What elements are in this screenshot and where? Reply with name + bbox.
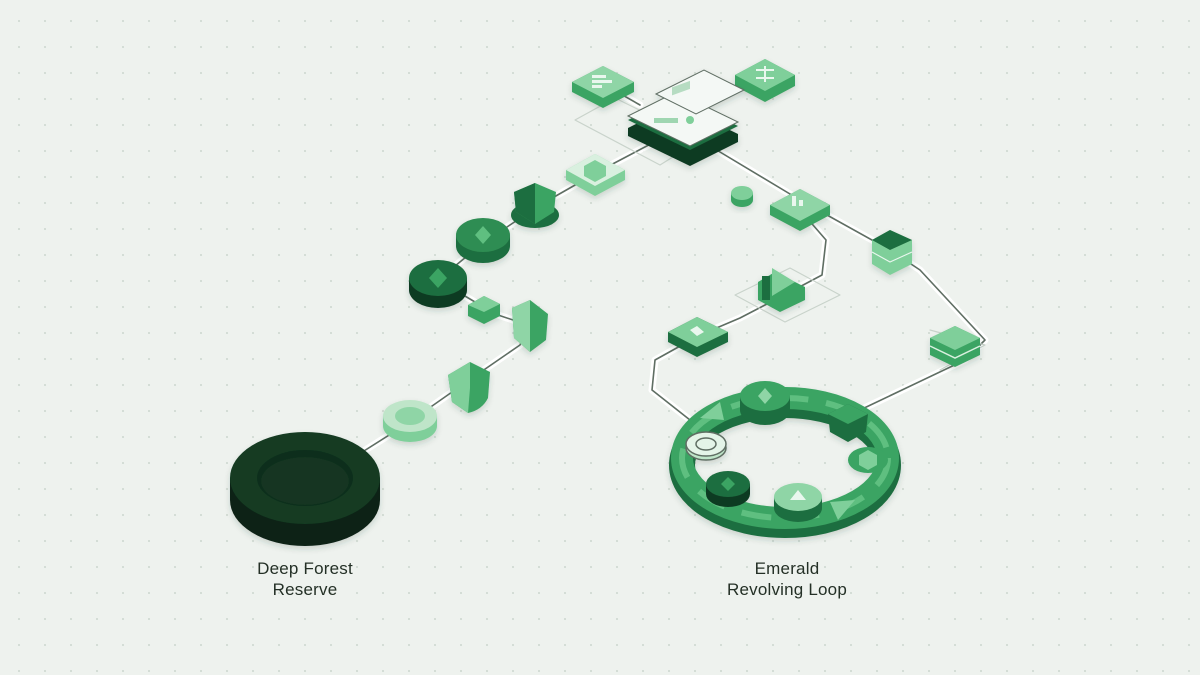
gem-coin-icon	[721, 477, 735, 491]
shield-icon	[448, 362, 470, 413]
gem-coin-icon	[475, 226, 491, 244]
loop-arrow-icon	[700, 402, 724, 420]
node-top-right-tile	[735, 59, 795, 102]
node-layers	[929, 326, 981, 367]
deep-forest-reserve	[230, 432, 380, 546]
loop-coin-pale	[685, 431, 727, 461]
node-small-cylinder	[731, 186, 753, 207]
bar-chart-icon	[792, 196, 803, 206]
play-icon	[772, 268, 795, 296]
chip-icon	[395, 407, 425, 425]
node-shield-mid	[512, 300, 548, 352]
flowchart-icon	[756, 66, 774, 82]
emerald-revolving-loop	[669, 381, 901, 538]
node-small-tile	[468, 296, 500, 324]
label-line: Reserve	[272, 580, 338, 599]
emerald-revolving-loop-label: Emerald Revolving Loop	[657, 558, 917, 600]
node-cylinder-stack	[871, 230, 913, 275]
node-lower-tile	[668, 317, 728, 357]
loop-coin-bottom	[774, 483, 822, 522]
label-line: Revolving Loop	[727, 580, 847, 599]
node-hex-tile	[566, 154, 625, 196]
deep-forest-reserve-label: Deep Forest Reserve	[175, 558, 435, 600]
gem-coin-icon	[790, 490, 806, 500]
loop-arrow-icon	[830, 500, 855, 520]
connector-right-chain	[648, 136, 989, 424]
document-stack-icon	[654, 80, 694, 124]
label-line: Deep Forest	[257, 559, 353, 578]
node-chart-tile	[770, 189, 830, 231]
hexagon-icon	[584, 160, 606, 182]
node-coin-deep	[456, 218, 510, 263]
chip-icon	[695, 437, 717, 451]
node-top-left-tile	[572, 66, 634, 108]
node-document-stack	[626, 69, 746, 166]
node-coin-dark	[409, 260, 467, 308]
gem-coin-icon	[758, 388, 772, 404]
loop-coin-dark	[706, 471, 750, 507]
shield-icon	[512, 300, 530, 352]
bar-chart-icon	[592, 75, 612, 88]
loop-shield-right	[828, 404, 868, 442]
node-coin-pale	[383, 400, 437, 442]
hexagon-icon	[859, 450, 877, 470]
shield-icon	[514, 183, 535, 224]
node-shield-lower	[448, 362, 490, 413]
data-layers-icon	[930, 326, 980, 350]
loop-coin-top	[740, 381, 790, 425]
node-shield-coin	[511, 183, 559, 228]
label-line: Emerald	[754, 559, 820, 578]
loop-hex-right	[848, 447, 888, 473]
node-play-group	[758, 268, 805, 312]
cylinder-icon	[731, 186, 753, 200]
gem-coin-icon	[429, 268, 447, 288]
